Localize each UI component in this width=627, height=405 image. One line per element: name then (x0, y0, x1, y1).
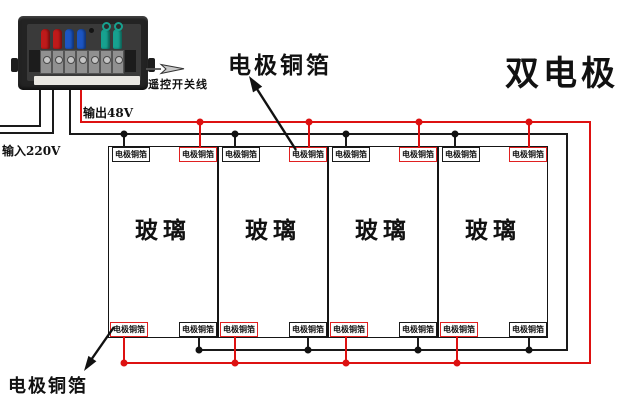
terminal-cap-blue-2 (77, 29, 86, 49)
glass-label: 玻璃 (135, 217, 191, 244)
psu-terminal-1 (40, 50, 52, 74)
glass-panel-1: 电极铜箔 电极铜箔 玻璃 电极铜箔 电极铜箔 (108, 146, 218, 338)
psu-panel-hole (89, 28, 94, 33)
terminal-cap-green-1 (101, 22, 111, 49)
electrode-annotation-top: 电极铜箔 (228, 52, 332, 79)
psu-terminal-3 (64, 50, 76, 74)
output-48v-label: 输出48V (83, 106, 134, 120)
electrode-label-bottom-left: 电极铜箔 (110, 322, 148, 337)
input-wire-1 (0, 90, 41, 127)
terminal-cap-green-2 (113, 22, 123, 49)
electrode-label-top-left: 电极铜箔 (332, 147, 370, 162)
electrode-label-bottom-right: 电极铜箔 (179, 322, 217, 337)
glass-panel-3: 电极铜箔 电极铜箔 玻璃 电极铜箔 电极铜箔 (328, 146, 438, 338)
psu-mounting-tab-right (148, 58, 155, 72)
electrode-label-top-right: 电极铜箔 (179, 147, 217, 162)
electrode-label-bottom-left: 电极铜箔 (440, 322, 478, 337)
electrode-label-top-left: 电极铜箔 (442, 147, 480, 162)
terminal-cap-red-1 (41, 29, 50, 49)
diagram-title: 双电极 (505, 54, 619, 94)
electrode-label-top-right: 电极铜箔 (289, 147, 327, 162)
psu-terminal-6 (100, 50, 112, 74)
electrode-label-top-right: 电极铜箔 (509, 147, 547, 162)
electrode-label-top-left: 电极铜箔 (222, 147, 260, 162)
glass-label: 玻璃 (355, 217, 411, 244)
electrode-label-bottom-left: 电极铜箔 (220, 322, 258, 337)
electrode-label-top-right: 电极铜箔 (399, 147, 437, 162)
electrode-annotation-arrow-top (249, 76, 298, 151)
psu-terminal-7 (112, 50, 124, 74)
electrode-label-bottom-right: 电极铜箔 (509, 322, 547, 337)
glass-label: 玻璃 (465, 217, 521, 244)
glass-panel-4: 电极铜箔 电极铜箔 玻璃 电极铜箔 电极铜箔 (438, 146, 548, 338)
remote-switch-wire-label: 遥控开关线 (148, 78, 208, 91)
glass-panel-2: 电极铜箔 电极铜箔 玻璃 电极铜箔 电极铜箔 (218, 146, 328, 338)
remote-switch-arrow-icon (159, 63, 185, 75)
electrode-label-bottom-left: 电极铜箔 (330, 322, 368, 337)
psu-label-strip (34, 76, 140, 85)
glass-label: 玻璃 (245, 217, 301, 244)
terminal-cap-blue-1 (65, 29, 74, 49)
electrode-annotation-bottom: 电极铜箔 (8, 376, 88, 397)
electrode-label-top-left: 电极铜箔 (112, 147, 150, 162)
psu-end-block-left (29, 50, 40, 72)
psu-terminal-5 (88, 50, 100, 74)
input-220v-label: 输入220V (2, 144, 61, 158)
input-wire-2 (0, 90, 54, 134)
terminal-cap-red-2 (53, 29, 62, 49)
psu-terminal-4 (76, 50, 88, 74)
electrode-label-bottom-right: 电极铜箔 (289, 322, 327, 337)
psu-terminal-2 (52, 50, 64, 74)
psu-mounting-tab-left (11, 58, 18, 72)
psu-end-block-right (125, 50, 136, 72)
electrode-label-bottom-right: 电极铜箔 (399, 322, 437, 337)
